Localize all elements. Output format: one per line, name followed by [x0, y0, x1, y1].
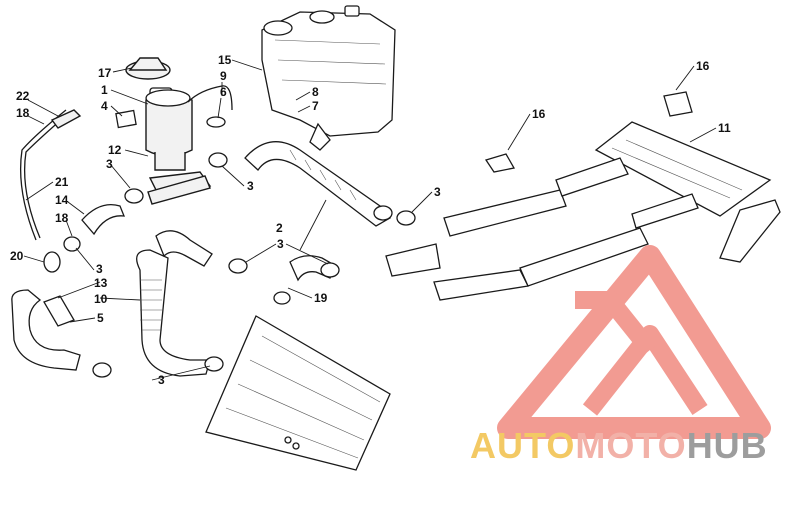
- callout-14: 14: [55, 193, 69, 207]
- callout-3-a: 3: [106, 157, 113, 171]
- callout-3-d: 3: [277, 237, 284, 251]
- callout-3-c: 3: [434, 185, 441, 199]
- callout-18-top: 18: [16, 106, 30, 120]
- callout-18-mid: 18: [55, 211, 69, 225]
- callout-16-left: 16: [532, 107, 546, 121]
- leader-lines: [23, 59, 717, 381]
- callout-10: 10: [94, 292, 108, 306]
- hose-clamps: [63, 152, 416, 378]
- callout-6: 6: [220, 85, 227, 99]
- watermark-auto: AUTOMOTOHUB: [470, 425, 768, 466]
- coolant-reservoir-tank: [261, 5, 396, 151]
- callout-13: 13: [94, 276, 108, 290]
- corrugated-hose-10: [136, 230, 213, 377]
- callout-3-f: 3: [158, 373, 165, 387]
- callout-3-b: 3: [247, 179, 254, 193]
- y-fitting: [147, 175, 211, 205]
- callout-labels: 17 1 4 12 15 9 6 8 7 22 18 21 14 18 20 1…: [10, 53, 731, 387]
- callout-22: 22: [16, 89, 30, 103]
- callout-7: 7: [312, 99, 319, 113]
- callout-19: 19: [314, 291, 328, 305]
- main-return-hose: [244, 141, 393, 227]
- tunnel-heat-exchangers: [385, 91, 781, 301]
- lower-heat-exchanger: [205, 315, 391, 471]
- callout-3-e: 3: [96, 262, 103, 276]
- callout-16-right: 16: [696, 59, 710, 73]
- callout-8: 8: [312, 85, 319, 99]
- callout-1: 1: [101, 83, 108, 97]
- callout-15: 15: [218, 53, 232, 67]
- callout-11: 11: [718, 121, 731, 135]
- hose-5: [11, 289, 81, 371]
- callout-5: 5: [97, 311, 104, 325]
- callout-9: 9: [220, 69, 227, 83]
- callout-17: 17: [98, 66, 112, 80]
- automotohub-watermark: AUTOMOTOHUB: [470, 245, 771, 466]
- brand-mark-icon: [497, 245, 771, 439]
- pressure-bottle-assembly: [115, 57, 212, 195]
- callout-4: 4: [101, 99, 108, 113]
- hose-14: [81, 203, 126, 236]
- overflow-hose: [19, 109, 67, 241]
- callout-2: 2: [276, 221, 283, 235]
- callout-20: 20: [10, 249, 24, 263]
- callout-12: 12: [108, 143, 122, 157]
- callout-21: 21: [55, 175, 69, 189]
